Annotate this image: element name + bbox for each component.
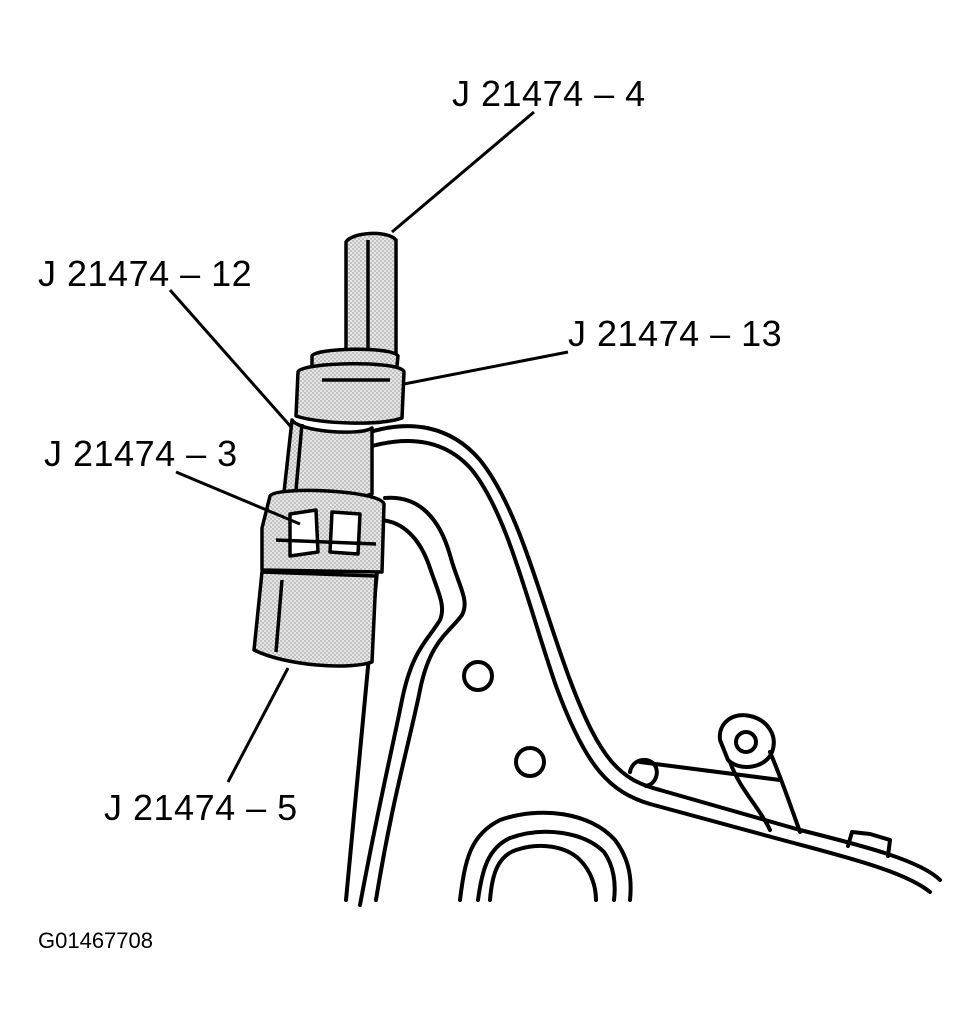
- callout-tool-5: J 21474 – 5: [104, 787, 298, 828]
- callout-tool-12: J 21474 – 12: [38, 253, 253, 294]
- leader-line-3: [175, 470, 301, 526]
- leader-line-4: [391, 110, 535, 234]
- tool-adapter-12: [282, 418, 374, 501]
- leader-line-5: [226, 667, 290, 783]
- tool-cup-5: [252, 570, 378, 668]
- callout-tool-4: J 21474 – 4: [452, 73, 646, 114]
- figure-id: G01467708: [38, 928, 153, 953]
- tool-shaft-4: [344, 231, 398, 362]
- leader-line-12: [168, 289, 294, 429]
- callout-tool-13: J 21474 – 13: [568, 313, 783, 354]
- control-arm: [344, 424, 942, 907]
- leader-lines: [168, 110, 569, 783]
- callout-tool-3: J 21474 – 3: [44, 433, 238, 474]
- tool-nut-13: [294, 347, 406, 425]
- tool-receiver-3: [260, 488, 386, 574]
- leader-line-13: [403, 350, 569, 386]
